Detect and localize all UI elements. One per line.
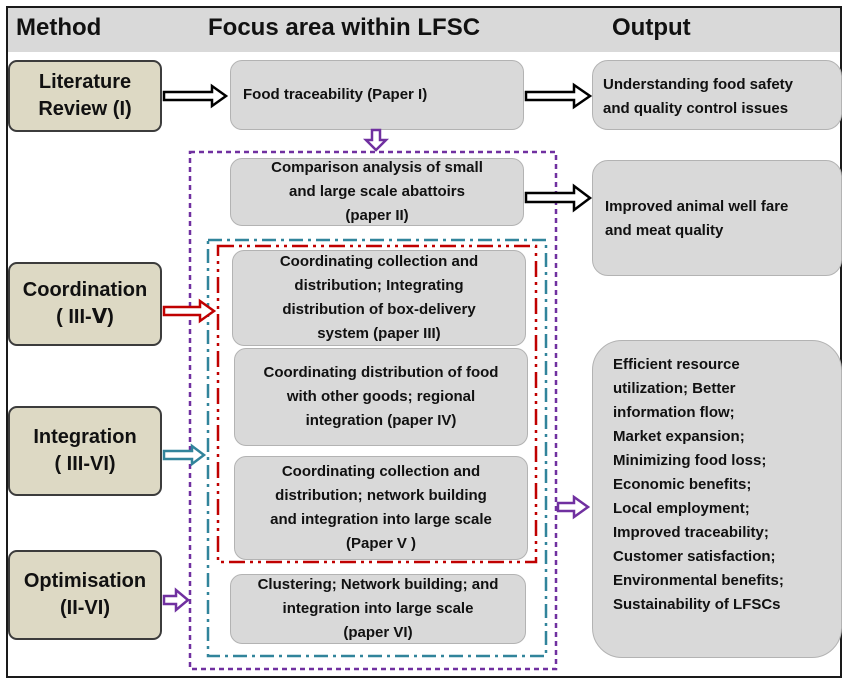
arrow-paper2-to-output2 [524, 183, 593, 213]
focus-paper-6: Clustering; Network building; and integr… [230, 574, 526, 644]
method-literature-review: Literature Review (I) [8, 60, 162, 132]
focus-paper-5: Coordinating collection and distribution… [234, 456, 528, 560]
arrow-optimisation [162, 587, 190, 613]
red-group-border [216, 244, 538, 564]
diagram-frame [6, 6, 842, 678]
method-optimisation: Optimisation (II-VI) [8, 550, 162, 640]
arrow-paper1-down [362, 128, 390, 152]
focus-paper-1: Food traceability (Paper I) [230, 60, 524, 130]
focus-paper-3: Coordinating collection and distribution… [232, 250, 526, 346]
arrow-integration [162, 443, 207, 467]
arrow-literature-to-paper1 [162, 83, 229, 109]
output-animal-welfare: Improved animal well fare and meat quali… [592, 160, 842, 276]
focus-paper-4: Coordinating distribution of food with o… [234, 348, 528, 446]
method-integration: Integration ( III-VI) [8, 406, 162, 496]
header-bar [8, 8, 840, 52]
teal-group-border [206, 238, 548, 658]
arrow-paper1-to-output1 [524, 82, 593, 110]
focus-paper-2: Comparison analysis of small and large s… [230, 158, 524, 226]
output-lfsc-benefits: Efficient resource utilization; Better i… [592, 340, 842, 658]
method-header: Method [16, 14, 102, 41]
purple-group-border [188, 150, 558, 671]
output-food-safety: Understanding food safety and quality co… [592, 60, 842, 130]
arrow-group-to-output3 [556, 494, 591, 520]
arrow-coordination [162, 298, 217, 324]
method-coordination: Coordination ( III-Ⅴ) [8, 262, 162, 346]
focus-header: Focus area within LFSC [208, 14, 481, 41]
output-header: Output [612, 14, 691, 41]
